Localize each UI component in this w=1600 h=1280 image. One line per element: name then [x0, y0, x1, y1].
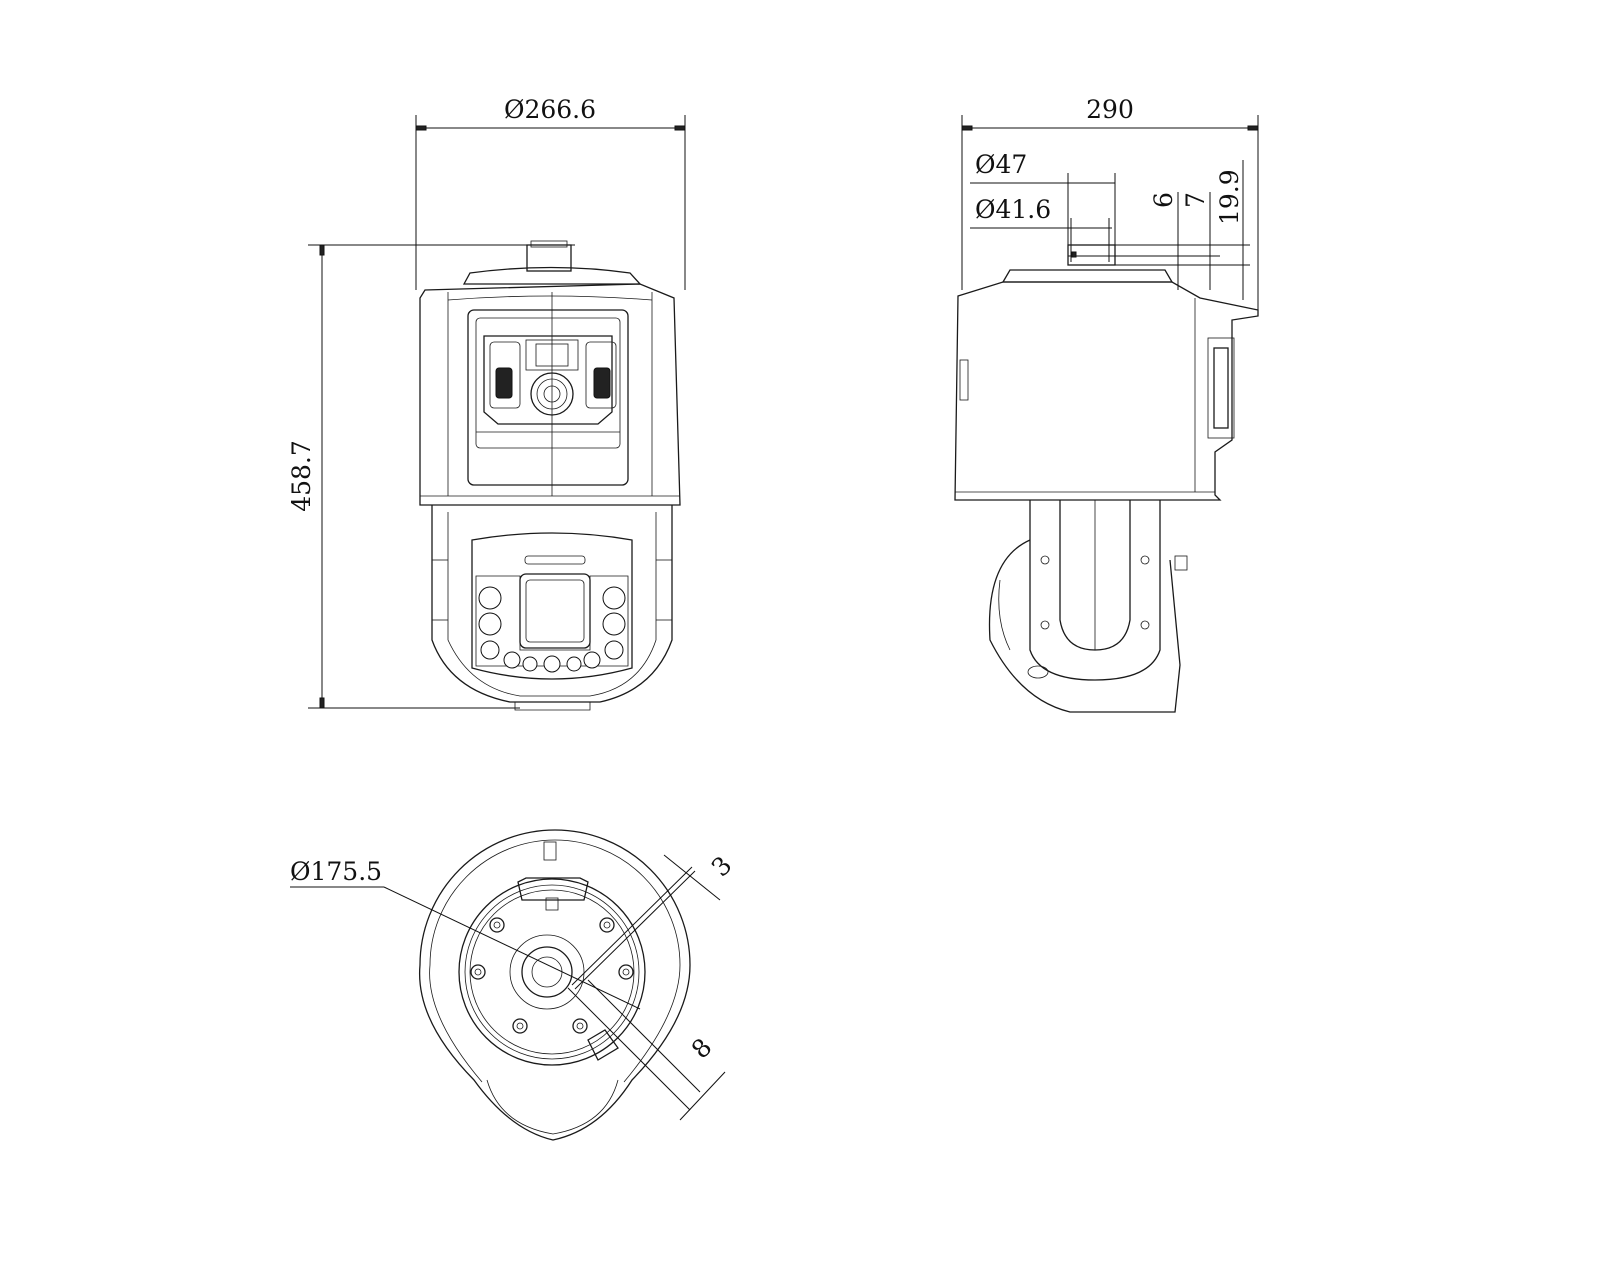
height-offset-dimensions: 6 7 19.9	[1068, 160, 1250, 300]
dim-6-label: 6	[1149, 192, 1178, 208]
dim-8-label: 8	[686, 1032, 718, 1064]
front-width-label: Ø266.6	[504, 95, 596, 124]
front-height-dimension: 458.7	[287, 244, 575, 709]
bottom-diameter-label: Ø175.5	[290, 857, 382, 886]
front-view: Ø266.6 458.7	[287, 95, 686, 711]
dim-3-label: 3	[706, 850, 738, 882]
front-height-label: 458.7	[287, 440, 316, 512]
mount-diameter-dimensions: Ø47 Ø41.6	[970, 150, 1116, 262]
bottom-view: Ø175.5 3 8	[290, 829, 738, 1141]
front-width-dimension: Ø266.6	[415, 95, 686, 290]
side-view: 290 Ø47 Ø41.6 6 7 19.9	[954, 95, 1259, 713]
dim-7-label: 7	[1181, 192, 1210, 208]
side-depth-dimension: 290	[961, 95, 1259, 310]
mount-inner-diameter-label: Ø41.6	[975, 195, 1051, 224]
dim-19-9-label: 19.9	[1215, 169, 1244, 225]
mount-screw-holes	[470, 917, 634, 1034]
side-depth-label: 290	[1086, 95, 1134, 124]
mount-outer-diameter-label: Ø47	[975, 150, 1027, 179]
